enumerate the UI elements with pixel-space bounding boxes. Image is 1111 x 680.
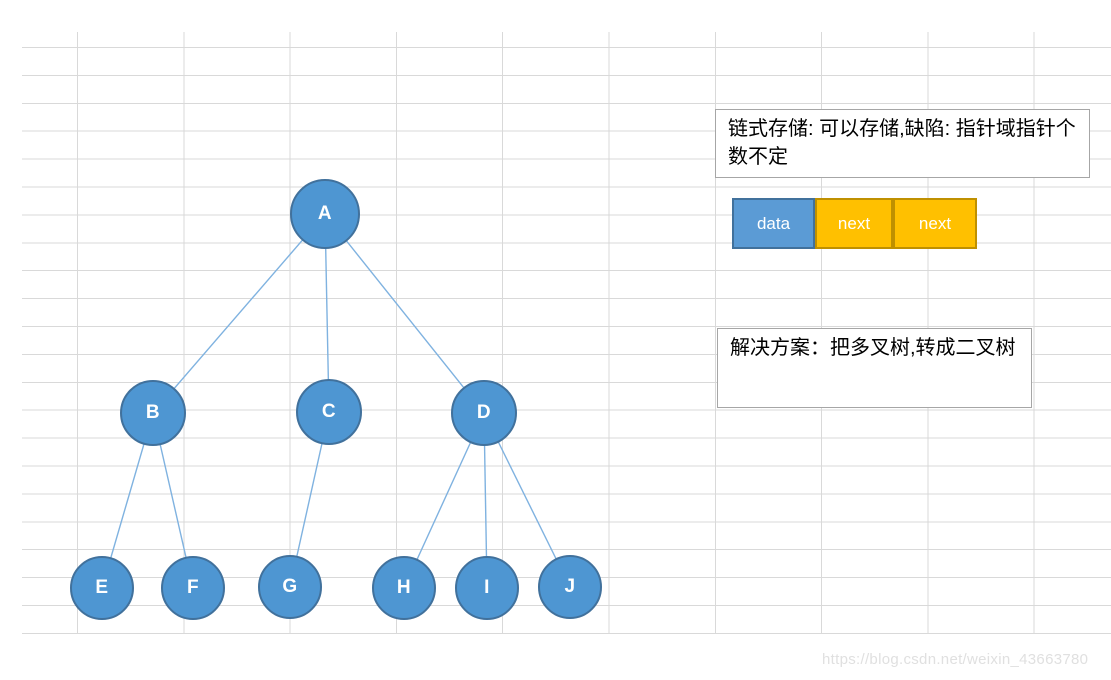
note-linked-storage: 链式存储: 可以存储,缺陷: 指针域指针个数不定 xyxy=(715,109,1090,178)
tree-node-E: E xyxy=(70,556,134,620)
linked-list-cell-next: next xyxy=(893,198,977,249)
tree-node-F: F xyxy=(161,556,225,620)
tree-node-J: J xyxy=(538,555,602,619)
watermark-url: https://blog.csdn.net/weixin_43663780 xyxy=(822,651,1089,668)
tree-node-I: I xyxy=(455,556,519,620)
tree-node-A: A xyxy=(290,179,360,249)
tree-node-H: H xyxy=(372,556,436,620)
linked-list-cell-next: next xyxy=(815,198,893,249)
tree-edge-A-B xyxy=(152,213,326,414)
tree-node-D: D xyxy=(451,380,517,446)
tree-node-B: B xyxy=(120,380,186,446)
tree-node-C: C xyxy=(296,379,362,445)
tree-edge-A-D xyxy=(324,213,485,414)
tree-node-G: G xyxy=(258,555,322,619)
linked-list-cell-data: data xyxy=(732,198,815,249)
note-solution: 解决方案：把多叉树,转成二叉树 xyxy=(717,328,1032,408)
